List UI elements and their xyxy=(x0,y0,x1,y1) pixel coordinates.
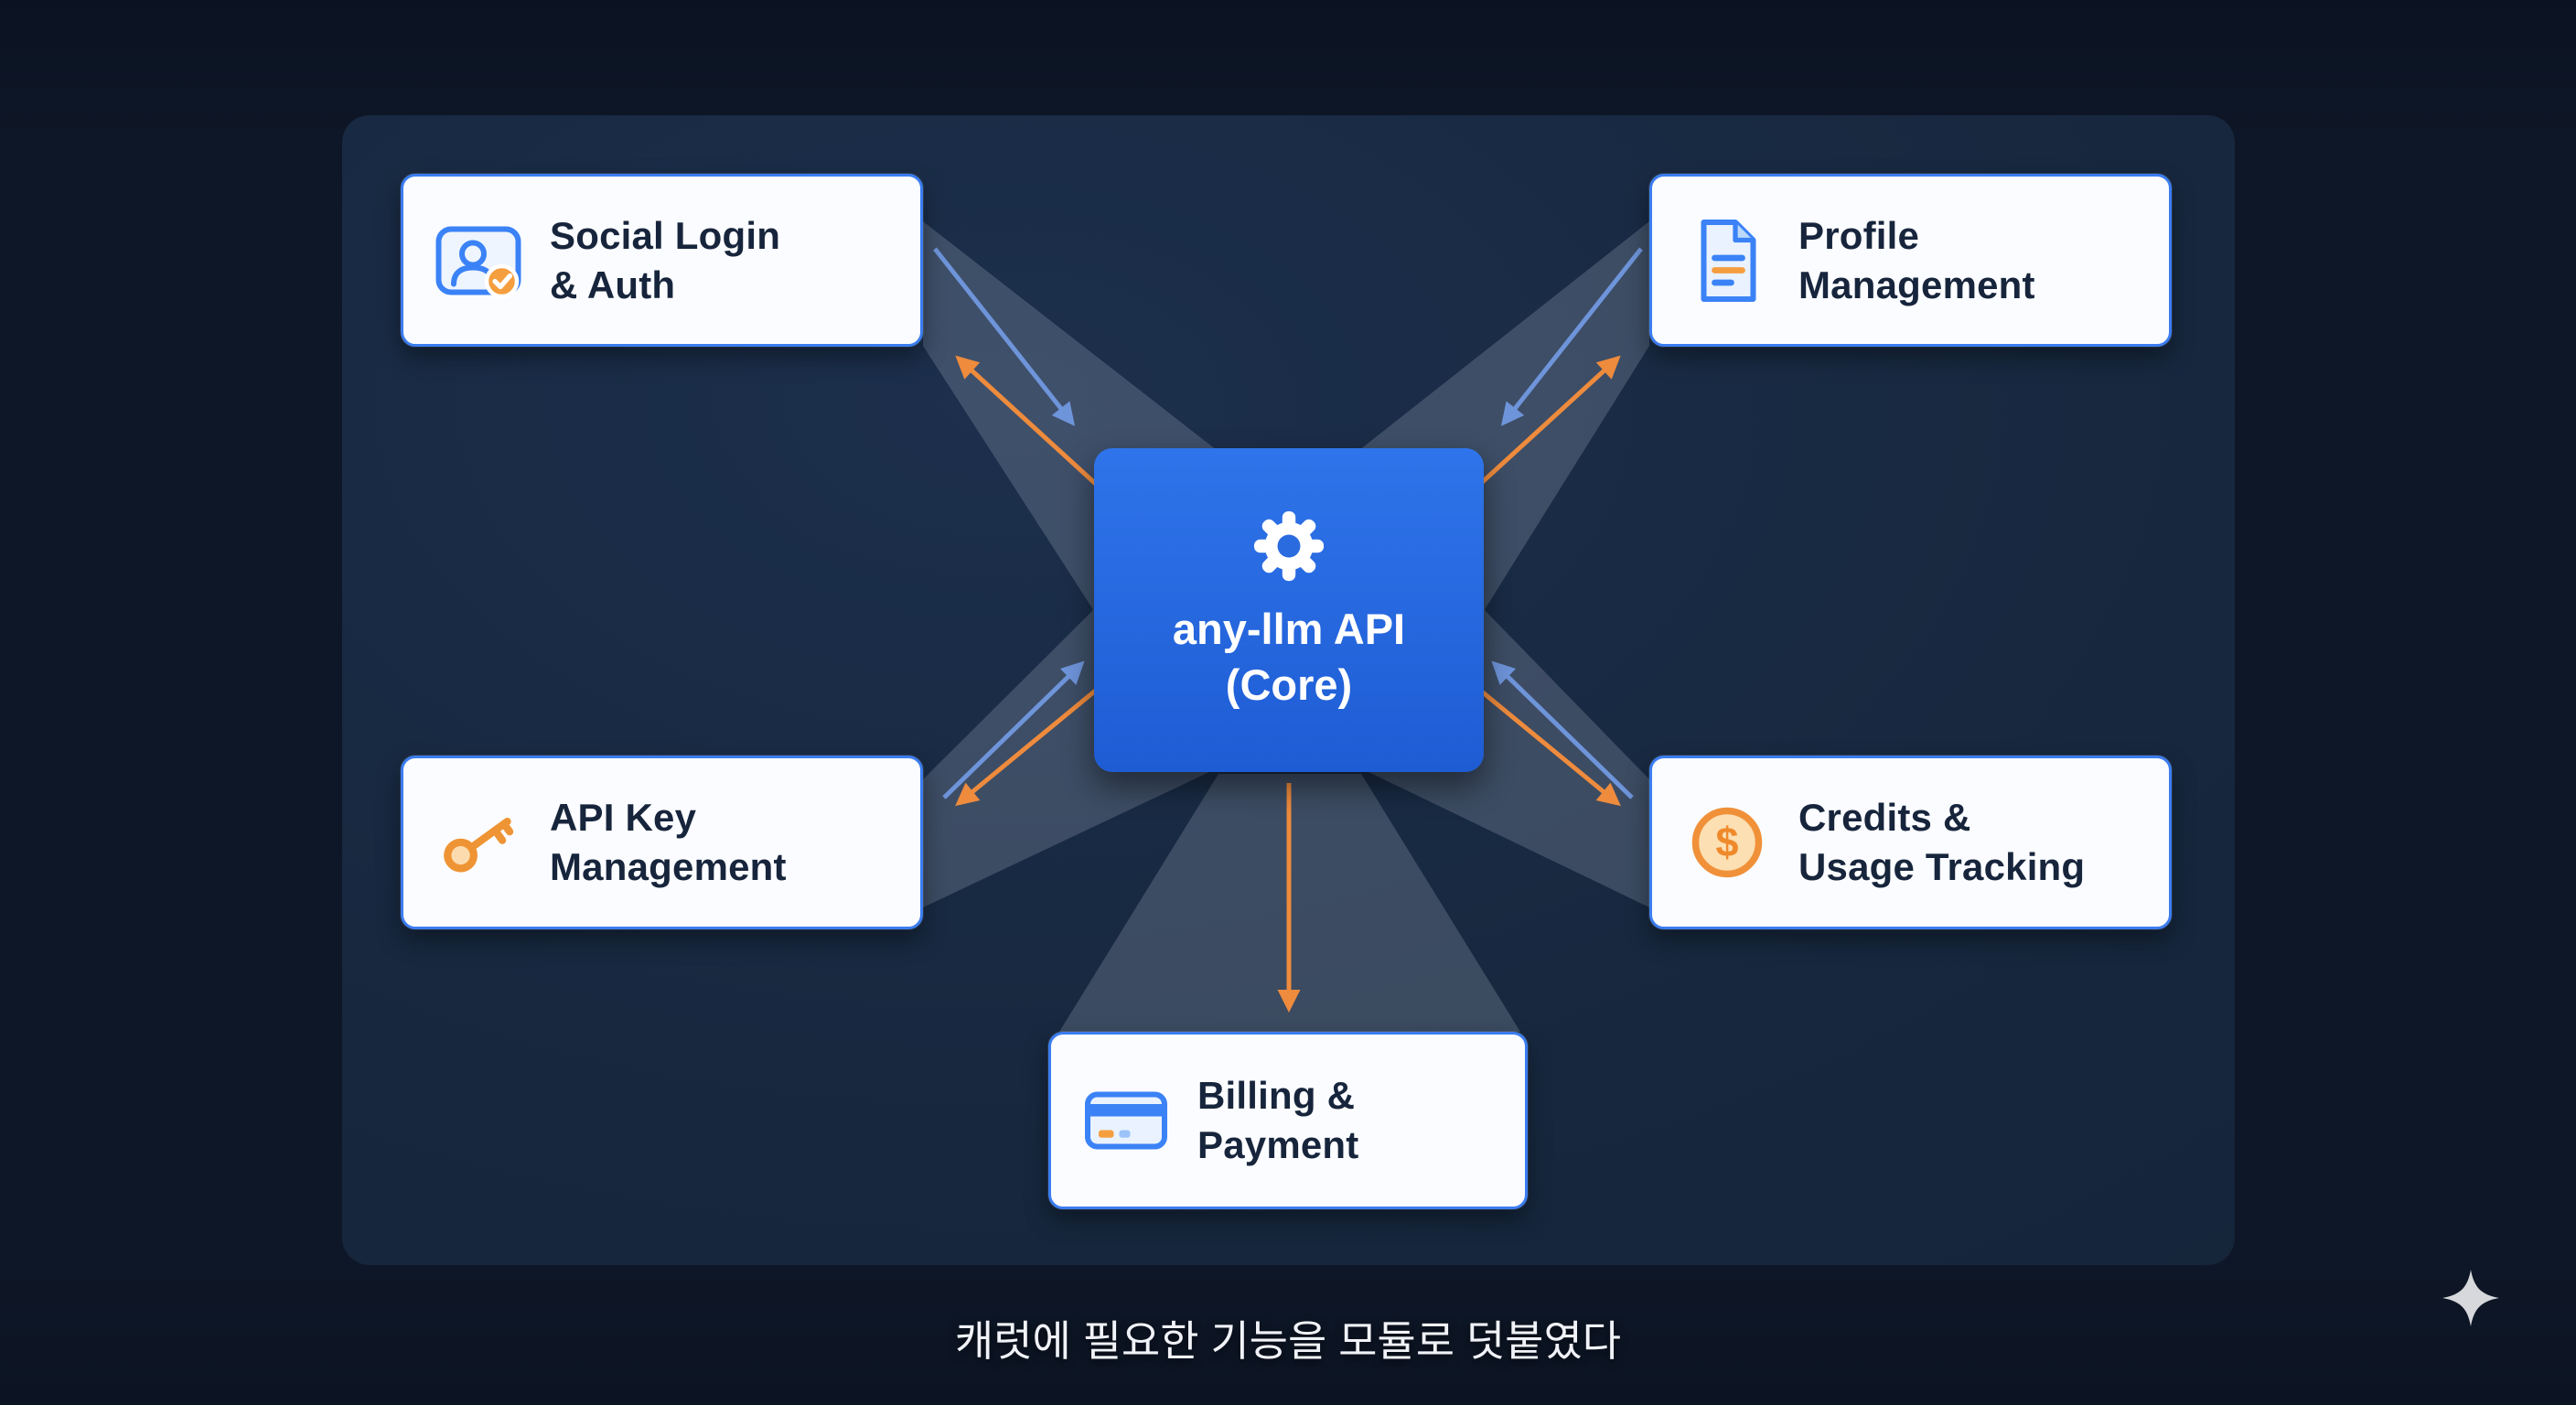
subtitle-caption: 캐럿에 필요한 기능을 모듈로 덧붙였다 xyxy=(954,1317,1622,1365)
module-label-line1: Profile xyxy=(1798,213,1920,257)
module-label-line1: API Key xyxy=(550,796,697,840)
user-verified-icon xyxy=(435,217,522,305)
module-label-line2: Usage Tracking xyxy=(1798,845,2086,888)
module-billing-payment: Billing & Payment xyxy=(1048,1032,1528,1209)
core-title: any-llm API (Core) xyxy=(1173,601,1405,713)
core-title-line2: (Core) xyxy=(1225,660,1353,709)
dollar-coin-icon: $ xyxy=(1683,799,1771,886)
credit-card-icon xyxy=(1082,1077,1170,1164)
core-node: any-llm API (Core) xyxy=(1094,448,1484,772)
key-icon xyxy=(435,799,522,886)
module-label-line1: Social Login xyxy=(550,213,781,257)
core-title-line1: any-llm API xyxy=(1172,604,1406,653)
module-label: Profile Management xyxy=(1798,211,2035,310)
module-label: Social Login & Auth xyxy=(550,211,780,310)
dollar-symbol: $ xyxy=(1715,819,1738,865)
module-credits-usage-tracking: $ Credits & Usage Tracking xyxy=(1649,756,2172,929)
module-profile-management: Profile Management xyxy=(1649,174,2172,347)
module-api-key-management: API Key Management xyxy=(401,756,923,929)
module-social-login-auth: Social Login & Auth xyxy=(401,174,923,347)
module-label-line1: Billing & xyxy=(1197,1074,1356,1118)
module-label-line2: Payment xyxy=(1197,1123,1359,1166)
module-label: Billing & Payment xyxy=(1197,1071,1358,1170)
module-label-line2: Management xyxy=(550,845,787,888)
sparkle-icon xyxy=(2442,1270,2499,1326)
module-label-line2: & Auth xyxy=(550,263,676,306)
module-label-line1: Credits & xyxy=(1798,796,1971,840)
module-label-line2: Management xyxy=(1798,263,2035,306)
document-icon xyxy=(1683,217,1771,305)
module-label: API Key Management xyxy=(550,793,787,892)
gear-icon xyxy=(1253,510,1325,581)
module-label: Credits & Usage Tracking xyxy=(1798,793,2085,892)
